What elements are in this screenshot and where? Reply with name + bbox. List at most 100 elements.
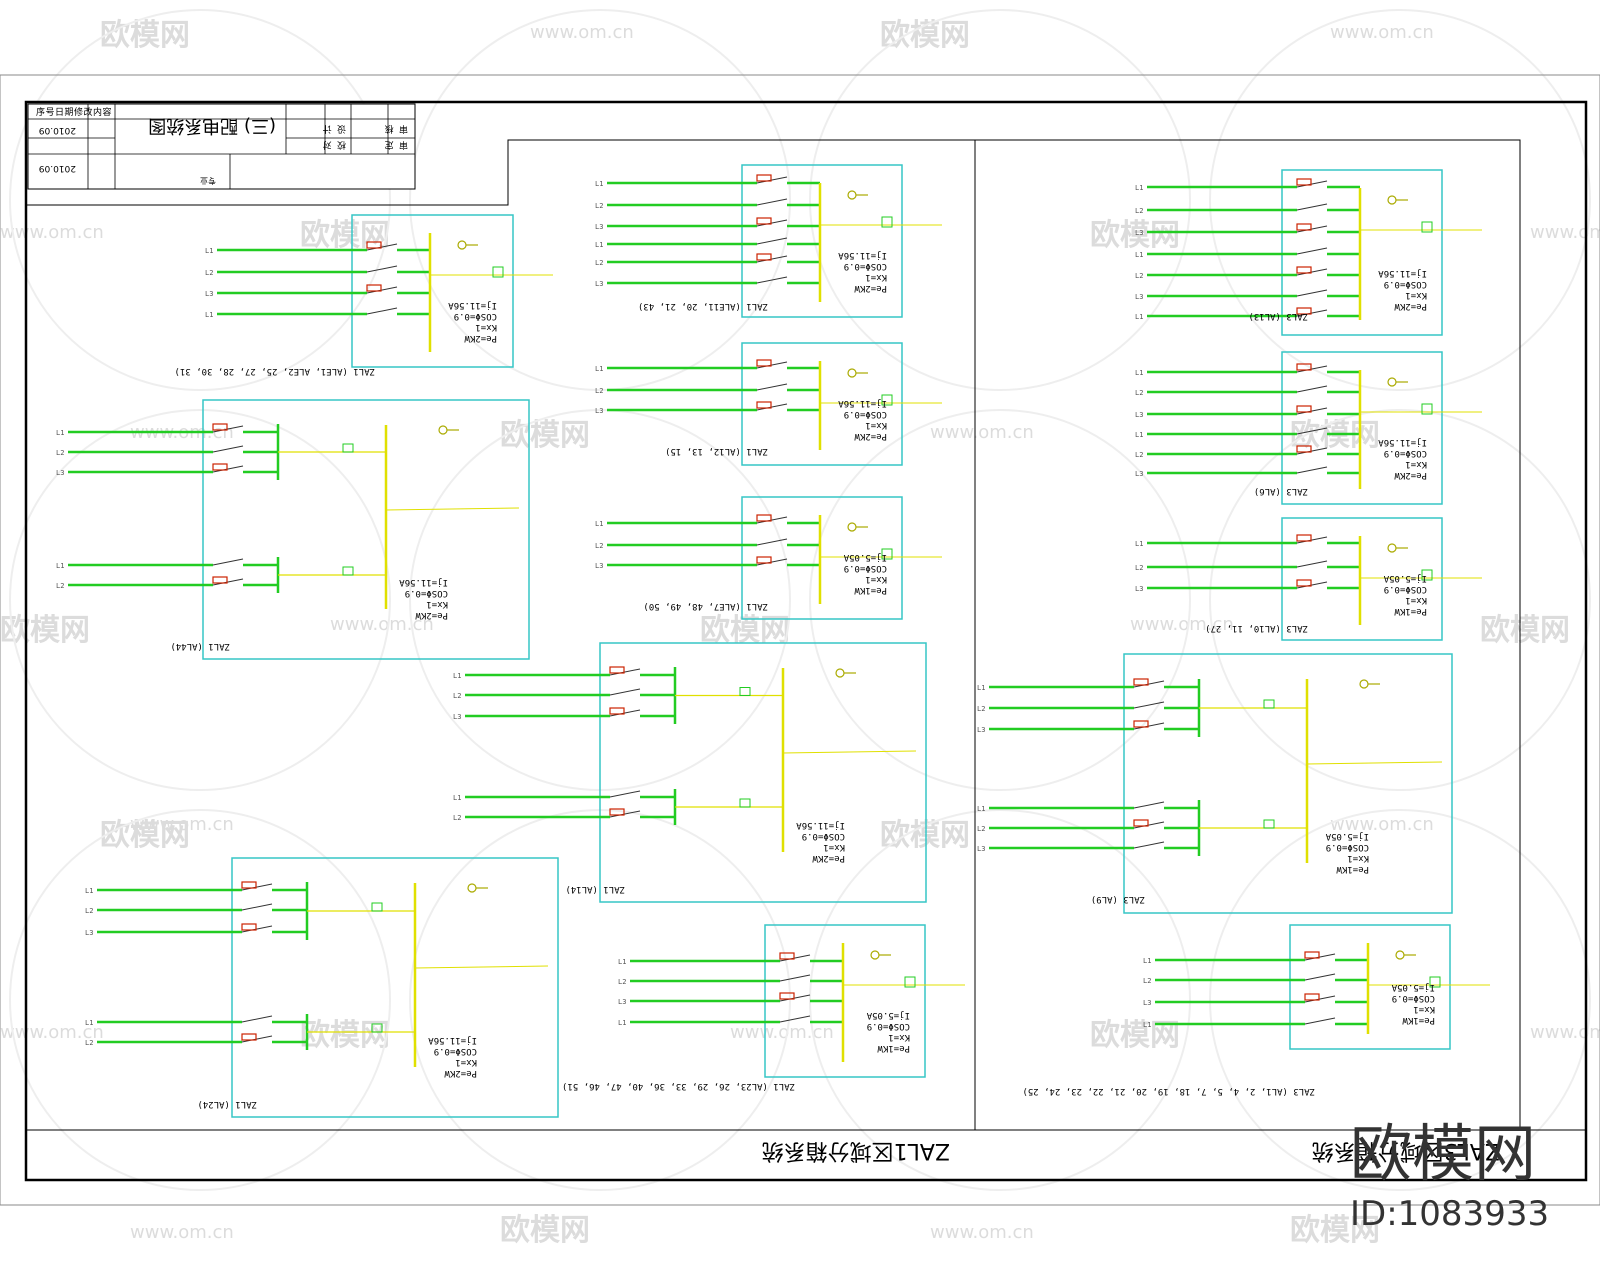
watermark-brand-text: 欧模网 <box>300 218 390 253</box>
panel-parameter: Kx=1 <box>1405 290 1427 300</box>
breaker-switch <box>779 974 811 982</box>
circuit-phase-label: L2 <box>1135 564 1143 572</box>
breaker-switch <box>756 558 788 566</box>
breaker-switch <box>756 176 788 184</box>
title-sign-column: 设 计校 对审 核审 定 <box>323 123 408 151</box>
breaker-switch <box>366 243 398 251</box>
circuit-phase-label: L1 <box>56 562 64 570</box>
panel-parameter: Pe=2KW <box>1394 470 1427 480</box>
panel-parameter: COSΦ=0.9 <box>802 831 845 841</box>
title-sign-cell: 设 计 <box>323 123 346 135</box>
circuit-phase-label: L3 <box>85 929 93 937</box>
panel-box <box>202 399 530 660</box>
breaker-switch <box>241 903 273 911</box>
breaker-marker <box>212 423 228 431</box>
circuit-phase-label: L1 <box>618 1019 626 1027</box>
meter-symbol <box>739 798 751 808</box>
earth-symbol <box>1387 377 1397 387</box>
panel-parameter: Ij=11.56A <box>428 1035 477 1045</box>
circuit-phase-label: L3 <box>205 290 213 298</box>
breaker-marker <box>241 1033 257 1041</box>
watermark-brand-text: 欧模网 <box>1480 613 1570 648</box>
caption-left: ZAL1区域分箱系统 <box>762 1138 950 1163</box>
brand-watermark: 欧模网 <box>1350 1117 1536 1190</box>
panel-left-7: L1L2L3L1L2Pe=2KWKx=1COSΦ=0.9Ij=11.56AZAL… <box>85 857 559 1118</box>
panel-label: ZAL1 (AL44) <box>170 641 230 651</box>
breaker-switch <box>1296 309 1328 317</box>
circuit-phase-label: L1 <box>453 794 461 802</box>
panel-parameter: Pe=1KW <box>1336 864 1369 874</box>
breaker-switch <box>779 994 811 1002</box>
panel-left-4: L1L2L3L1L2Pe=2KWKx=1COSΦ=0.9Ij=11.56AZAL… <box>56 399 530 660</box>
panel-parameter: Ij=5.05A <box>1325 831 1369 841</box>
title-sign-cell: 审 定 <box>385 139 408 151</box>
meter-symbol <box>371 1023 383 1033</box>
circuit-phase-label: L2 <box>453 692 461 700</box>
circuit-phase-label: L2 <box>595 202 603 210</box>
breaker-switch <box>779 1015 811 1023</box>
panel-parameter: Pe=2KW <box>415 610 448 620</box>
meter-symbol <box>492 266 504 278</box>
breaker-switch <box>212 558 244 566</box>
circuit-phase-label: L2 <box>453 814 461 822</box>
earth-symbol <box>870 950 880 960</box>
panel-parameter: Ij=5.05A <box>1391 982 1435 992</box>
earth-symbol <box>847 522 857 532</box>
circuit-phase-label: L1 <box>1143 1021 1151 1029</box>
breaker-switch <box>1296 180 1328 188</box>
circuit-phase-label: L3 <box>1135 293 1143 301</box>
breaker-marker <box>1296 178 1312 186</box>
breaker-switch <box>212 425 244 433</box>
watermark-brand-text: 欧模网 <box>100 18 190 53</box>
title-sign-cell: 审 核 <box>385 123 408 135</box>
distribution-panels: L1L2L3L1Pe=2KWKx=1COSΦ=0.9Ij=11.56AZAL1 … <box>56 164 1490 1118</box>
breaker-switch <box>241 1015 273 1023</box>
breaker-switch <box>212 578 244 586</box>
circuit-phase-label: L1 <box>977 684 985 692</box>
meter-symbol <box>739 687 751 696</box>
panel-box <box>1281 351 1443 505</box>
meter-symbol <box>1421 221 1433 233</box>
circuit-phase-label: L1 <box>453 672 461 680</box>
earth-symbol <box>1387 543 1397 553</box>
watermark-brand-text: 欧模网 <box>300 1018 390 1053</box>
outgoing-line <box>385 507 520 511</box>
panel-parameter: Kx=1 <box>455 1057 477 1067</box>
watermark-url-text: www.om.cn <box>330 614 434 635</box>
breaker-switch <box>1296 365 1328 373</box>
watermark-brand-text: 欧模网 <box>500 418 590 453</box>
circuit-phase-label: L1 <box>1135 184 1143 192</box>
panel-parameter: Ij=11.56A <box>1378 268 1427 278</box>
breaker-marker <box>609 808 625 816</box>
breaker-marker <box>756 217 772 225</box>
circuit-phase-label: L2 <box>1135 451 1143 459</box>
circuit-phase-label: L1 <box>595 520 603 528</box>
panel-right-4: L1L2L3L1L2L3Pe=1KWKx=1COSΦ=0.9Ij=5.05AZA… <box>977 653 1453 914</box>
circuit-phase-label: L3 <box>595 280 603 288</box>
watermark-brand-text: 欧模网 <box>1290 1213 1380 1248</box>
circuit-phase-label: L2 <box>1135 389 1143 397</box>
earth-symbol <box>457 240 467 250</box>
watermark-ring <box>1209 9 1591 391</box>
breaker-switch <box>756 276 788 284</box>
title-header-cell: 内 <box>93 106 102 118</box>
meter-symbol <box>1421 403 1433 415</box>
watermark-brand-text: 欧模网 <box>880 818 970 853</box>
breaker-marker <box>1133 720 1149 728</box>
watermark-url-text: www.om.cn <box>0 222 104 243</box>
breaker-marker <box>366 284 382 292</box>
circuit-phase-label: L1 <box>1135 251 1143 259</box>
watermark-url-text: www.om.cn <box>730 1022 834 1043</box>
breaker-switch <box>756 361 788 369</box>
breaker-marker <box>779 992 795 1000</box>
circuit-phase-label: L1 <box>205 311 213 319</box>
breaker-switch <box>756 255 788 263</box>
watermark-ring <box>9 9 391 391</box>
